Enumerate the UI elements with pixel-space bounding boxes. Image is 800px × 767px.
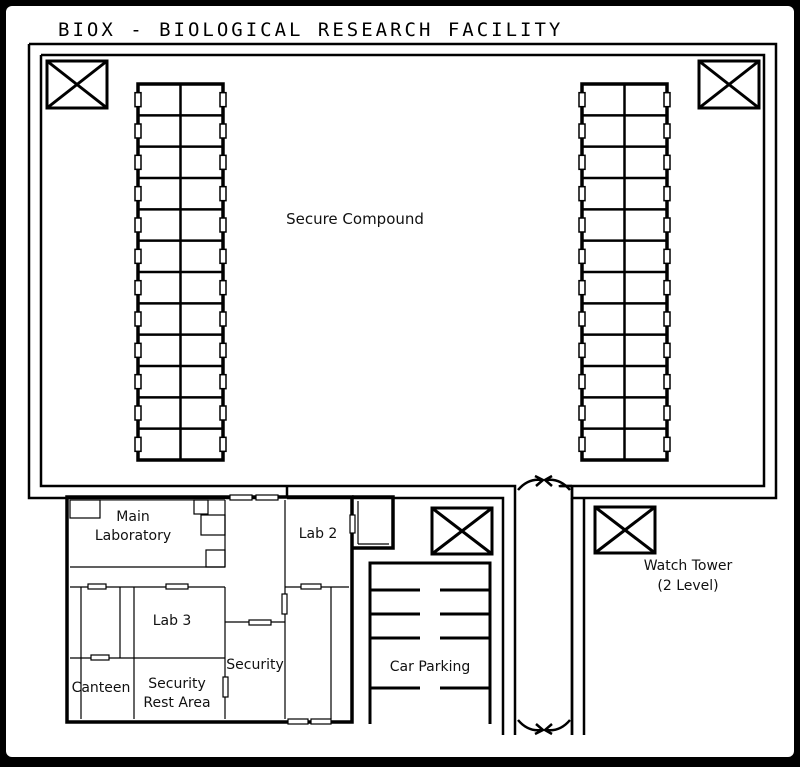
right-block-cell-door-right[interactable]	[663, 311, 671, 327]
right-block-cell-door-left[interactable]	[578, 91, 586, 108]
right-block-cell-door-left[interactable]	[578, 342, 586, 359]
car-parking-label: Car Parking	[390, 659, 470, 675]
left-block-cell-door-left[interactable]	[134, 217, 142, 233]
door-security[interactable]	[248, 619, 272, 626]
left-block-cell-door-right[interactable]	[219, 217, 227, 233]
right-block-cell-door-left[interactable]	[578, 436, 586, 453]
left-block-cell-door-left[interactable]	[134, 248, 142, 265]
door-lab2-side[interactable]	[281, 593, 288, 615]
left-block-cell-door-left[interactable]	[134, 154, 142, 171]
left-block-cell-door-right[interactable]	[219, 436, 227, 453]
door-rest-area[interactable]	[222, 676, 229, 698]
right-block-cell-door-left[interactable]	[578, 217, 586, 233]
cell-block-left	[134, 82, 227, 462]
left-block-cell-door-left[interactable]	[134, 123, 142, 139]
right-block-cell-door-left[interactable]	[578, 405, 586, 421]
right-block-cell-door-left[interactable]	[578, 248, 586, 265]
main-laboratory-label-line1: Main	[116, 509, 149, 525]
right-block-cell-door-left[interactable]	[578, 185, 586, 202]
right-block-cell-door-left[interactable]	[578, 311, 586, 327]
door-canteen-inner[interactable]	[90, 654, 110, 661]
right-block-cell-door-right[interactable]	[663, 279, 671, 296]
right-block-cell-door-left[interactable]	[578, 279, 586, 296]
crate-top-left	[45, 59, 109, 110]
door-canteen[interactable]	[87, 583, 107, 590]
security-rest-label-line2: Rest Area	[143, 695, 210, 711]
left-block-cell-door-left[interactable]	[134, 279, 142, 296]
lab-building	[65, 495, 395, 724]
left-block-cell-door-left[interactable]	[134, 342, 142, 359]
crate-parking	[430, 506, 494, 556]
left-block-cell-door-right[interactable]	[219, 311, 227, 327]
left-block-cell-door-right[interactable]	[219, 154, 227, 171]
security-rest-label-line1: Security	[148, 676, 206, 692]
right-block-cell-door-right[interactable]	[663, 342, 671, 359]
main-laboratory-label-line2: Laboratory	[95, 528, 171, 544]
canteen-label: Canteen	[72, 680, 131, 696]
left-block-cell-door-left[interactable]	[134, 185, 142, 202]
gate-arcs	[517, 474, 571, 736]
map-paper	[6, 6, 794, 757]
door-top-1[interactable]	[229, 494, 253, 501]
watch-tower-label-line1: Watch Tower	[644, 558, 733, 574]
left-block-cell-door-left[interactable]	[134, 311, 142, 327]
door-top-2[interactable]	[255, 494, 279, 501]
door-bottom-2[interactable]	[310, 718, 332, 725]
door-bottom-1[interactable]	[287, 718, 309, 725]
secure-compound-label: Secure Compound	[286, 210, 424, 228]
right-block-cell-door-right[interactable]	[663, 154, 671, 171]
right-block-cell-door-right[interactable]	[663, 185, 671, 202]
left-block-cell-door-right[interactable]	[219, 342, 227, 359]
right-block-cell-door-right[interactable]	[663, 373, 671, 390]
right-block-cell-door-left[interactable]	[578, 123, 586, 139]
right-block-cell-door-right[interactable]	[663, 91, 671, 108]
map-title: BIOX - BIOLOGICAL RESEARCH FACILITY	[58, 19, 563, 41]
right-block-cell-door-left[interactable]	[578, 373, 586, 390]
left-block-cell-door-right[interactable]	[219, 91, 227, 108]
car-parking-label-bg	[385, 654, 475, 678]
door-lab2[interactable]	[300, 583, 322, 590]
right-block-cell-door-left[interactable]	[578, 154, 586, 171]
left-block-cell-door-right[interactable]	[219, 405, 227, 421]
lab3-label: Lab 3	[153, 613, 192, 629]
cell-block-right	[578, 82, 671, 462]
right-block-cell-door-right[interactable]	[663, 217, 671, 233]
left-block-cell-door-right[interactable]	[219, 123, 227, 139]
crate-top-right	[697, 59, 761, 110]
crate-watch-tower	[593, 505, 657, 555]
left-block-cell-door-right[interactable]	[219, 279, 227, 296]
left-block-cell-door-left[interactable]	[134, 436, 142, 453]
car-parking-lot	[368, 561, 492, 724]
door-lab3[interactable]	[165, 583, 189, 590]
left-block-cell-door-left[interactable]	[134, 405, 142, 421]
security-label: Security	[226, 657, 284, 673]
watch-tower-label-line2: (2 Level)	[657, 578, 718, 594]
door-annex[interactable]	[349, 514, 356, 534]
left-block-cell-door-right[interactable]	[219, 185, 227, 202]
left-block-cell-door-left[interactable]	[134, 373, 142, 390]
right-block-cell-door-right[interactable]	[663, 436, 671, 453]
right-block-cell-door-right[interactable]	[663, 123, 671, 139]
right-block-cell-door-right[interactable]	[663, 248, 671, 265]
left-block-cell-door-left[interactable]	[134, 91, 142, 108]
lab2-label: Lab 2	[299, 526, 338, 542]
left-block-cell-door-right[interactable]	[219, 248, 227, 265]
left-block-cell-door-right[interactable]	[219, 373, 227, 390]
right-block-cell-door-right[interactable]	[663, 405, 671, 421]
doors	[87, 494, 356, 725]
